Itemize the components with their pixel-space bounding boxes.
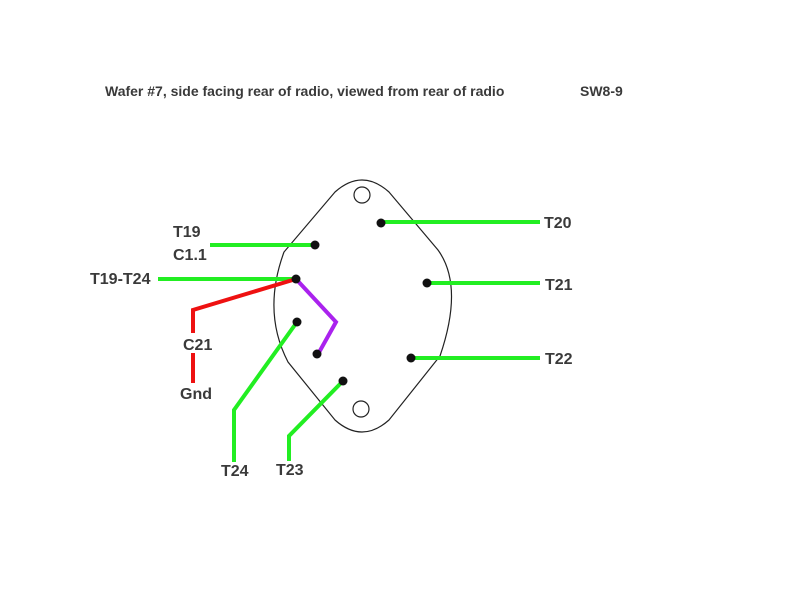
- switch-id-label: SW8-9: [580, 83, 623, 99]
- diagram-title: Wafer #7, side facing rear of radio, vie…: [105, 83, 504, 99]
- lug-t20: [376, 218, 386, 228]
- label-c21: C21: [183, 337, 212, 354]
- lug-t24: [292, 317, 302, 327]
- wire-jumper: [294, 277, 339, 357]
- label-t24: T24: [221, 463, 249, 480]
- label-t20: T20: [544, 215, 572, 232]
- lug-jumper: [312, 349, 322, 359]
- mounting-hole-bottom: [352, 400, 370, 418]
- wire-c21-upper: [191, 277, 297, 333]
- label-t21: T21: [545, 277, 573, 294]
- label-t19: T19: [173, 224, 201, 241]
- label-t23: T23: [276, 462, 304, 479]
- mounting-hole-top: [353, 186, 371, 204]
- label-t22: T22: [545, 351, 573, 368]
- wafer-body: [273, 179, 453, 433]
- lug-t19-c1-1: [310, 240, 320, 250]
- label-t19-t24: T19-T24: [90, 271, 151, 288]
- label-gnd: Gnd: [180, 386, 212, 403]
- lug-t19-t24: [291, 274, 301, 284]
- wire-t24: [232, 320, 299, 462]
- lug-t23: [338, 376, 348, 386]
- lug-t21: [422, 278, 432, 288]
- lug-t22: [406, 353, 416, 363]
- wire-t23: [287, 379, 345, 461]
- label-c1-1: C1.1: [173, 247, 207, 264]
